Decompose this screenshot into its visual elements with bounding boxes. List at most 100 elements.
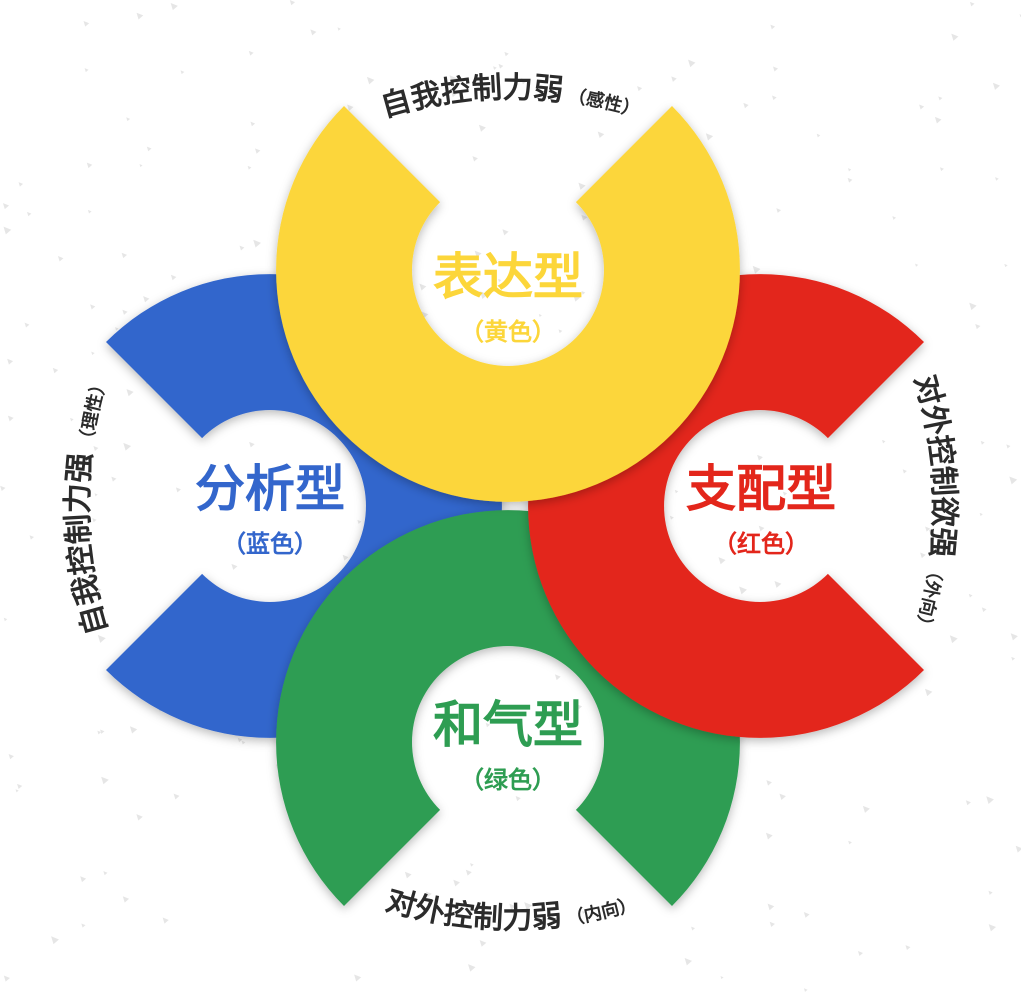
speckle bbox=[892, 216, 897, 220]
speckle bbox=[248, 50, 254, 56]
axis-top-main: 自我控制力弱 bbox=[377, 71, 565, 125]
speckle bbox=[122, 309, 128, 315]
speckle bbox=[847, 168, 852, 172]
speckle bbox=[97, 634, 106, 643]
axis-label-top: 自我控制力弱 （感性） bbox=[377, 71, 642, 125]
speckle bbox=[705, 133, 714, 141]
speckle bbox=[1004, 263, 1008, 268]
speckle bbox=[988, 890, 993, 895]
speckle bbox=[83, 20, 90, 27]
speckle bbox=[578, 182, 586, 190]
speckle bbox=[573, 294, 581, 302]
speckle bbox=[926, 597, 932, 603]
speckle bbox=[688, 59, 696, 68]
speckle bbox=[180, 70, 185, 75]
speckle bbox=[988, 924, 996, 932]
speckle bbox=[57, 256, 64, 262]
speckle bbox=[0, 485, 6, 492]
speckle bbox=[8, 754, 14, 760]
speckle bbox=[254, 148, 261, 154]
amiable-color-label: （绿色） bbox=[460, 766, 556, 794]
axis-bottom-sub: （内向） bbox=[565, 893, 639, 929]
speckle bbox=[979, 512, 983, 517]
speckle bbox=[949, 635, 958, 644]
speckle bbox=[81, 923, 86, 928]
speckle bbox=[752, 265, 761, 274]
axis-right-main: 对外控制欲强 bbox=[907, 371, 961, 559]
speckle bbox=[767, 903, 775, 911]
speckle bbox=[3, 226, 12, 235]
driver-type-label: 支配型 bbox=[686, 460, 836, 518]
speckle bbox=[7, 415, 14, 422]
speckle bbox=[468, 964, 476, 972]
speckle bbox=[776, 208, 782, 213]
speckle bbox=[173, 793, 180, 800]
speckle bbox=[965, 800, 971, 806]
speckle bbox=[449, 75, 458, 84]
speckle bbox=[3, 617, 8, 622]
speckle bbox=[939, 167, 944, 172]
speckle bbox=[637, 86, 643, 92]
speckle bbox=[80, 876, 87, 883]
speckle bbox=[480, 291, 488, 299]
speckle bbox=[915, 263, 919, 267]
speckle bbox=[524, 902, 533, 910]
speckle bbox=[121, 252, 128, 259]
speckle bbox=[720, 976, 724, 980]
speckle bbox=[91, 351, 95, 355]
speckle bbox=[597, 131, 605, 139]
speckle bbox=[51, 936, 59, 945]
speckle bbox=[126, 389, 134, 397]
speckle bbox=[803, 988, 808, 992]
speckle bbox=[249, 441, 255, 448]
speckle bbox=[919, 104, 925, 110]
speckle bbox=[493, 66, 497, 70]
speckle bbox=[772, 95, 777, 101]
speckle bbox=[773, 66, 778, 72]
axis-label-right: 对外控制欲强 （外向） bbox=[907, 371, 961, 636]
speckle bbox=[1010, 633, 1018, 641]
speckle bbox=[765, 832, 773, 840]
speckle bbox=[669, 515, 674, 520]
expressive-type-label: 表达型 bbox=[433, 248, 583, 306]
speckle bbox=[289, 0, 296, 6]
speckle bbox=[337, 27, 341, 31]
expressive-color-label: （黄色） bbox=[460, 318, 556, 346]
speckle bbox=[143, 296, 150, 303]
speckle bbox=[521, 78, 528, 85]
speckle bbox=[231, 563, 238, 570]
speckle bbox=[126, 117, 131, 122]
speckle bbox=[1015, 845, 1021, 853]
speckle bbox=[366, 76, 375, 85]
speckle bbox=[848, 840, 852, 845]
speckle bbox=[90, 304, 96, 310]
speckle bbox=[739, 586, 747, 595]
speckle bbox=[7, 358, 14, 365]
speckle bbox=[1006, 444, 1011, 449]
speckle bbox=[968, 593, 973, 598]
speckle bbox=[465, 869, 472, 876]
speckle bbox=[136, 12, 144, 20]
speckle bbox=[558, 329, 563, 334]
speckle bbox=[779, 793, 786, 801]
speckle bbox=[347, 104, 354, 111]
speckle bbox=[253, 239, 261, 248]
speckle bbox=[474, 250, 482, 258]
speckle bbox=[123, 442, 132, 451]
speckle bbox=[404, 871, 412, 879]
speckle bbox=[757, 454, 763, 461]
speckle bbox=[92, 518, 97, 523]
speckle bbox=[581, 214, 588, 221]
speckle bbox=[450, 89, 459, 98]
speckle bbox=[357, 519, 362, 525]
speckle bbox=[575, 703, 583, 711]
speckle bbox=[581, 291, 586, 295]
axis-left-main: 自我控制力强 bbox=[61, 451, 115, 639]
speckle bbox=[1011, 656, 1016, 661]
speckle bbox=[969, 302, 977, 311]
speckle bbox=[862, 805, 870, 813]
speckle bbox=[96, 587, 102, 593]
axis-left-sub: （理性） bbox=[76, 374, 112, 449]
speckle bbox=[582, 910, 586, 914]
